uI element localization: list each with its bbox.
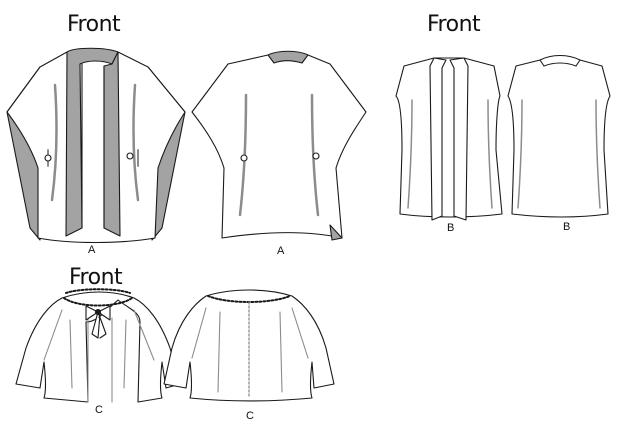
body-shell — [15, 291, 181, 403]
fold-line — [310, 93, 320, 217]
back-collar — [267, 50, 309, 64]
body-shell — [395, 57, 503, 218]
button-icon — [240, 154, 248, 162]
collar-left — [429, 57, 447, 221]
garment-a-front — [6, 47, 186, 244]
view-label-a-front: A — [88, 244, 96, 256]
back-collar — [539, 54, 581, 67]
fold-line — [407, 99, 413, 209]
heading-front-c: Front — [69, 265, 123, 290]
garment-b-front — [395, 57, 503, 221]
gathered-neckline — [65, 288, 131, 294]
lining-hem — [329, 224, 343, 241]
body-shell — [191, 54, 367, 239]
gather-line — [43, 309, 155, 389]
gathered-neckline — [63, 297, 133, 307]
heading-front-b: Front — [427, 12, 481, 37]
collar-right — [449, 57, 469, 221]
fold-line — [517, 99, 523, 209]
view-label-c-front: C — [95, 404, 103, 416]
heading-front-a: Front — [67, 12, 121, 37]
fold-line — [50, 83, 58, 202]
view-label-b-front: B — [447, 222, 455, 234]
garment-c-back — [163, 289, 335, 402]
button-icon — [126, 152, 134, 160]
front-edge — [87, 317, 113, 403]
garment-a-back — [191, 50, 367, 241]
bow-knot — [94, 308, 102, 316]
view-label-c-back: C — [246, 410, 254, 422]
view-label-a-back: A — [277, 245, 285, 257]
button-icon — [44, 154, 52, 162]
collar-right — [103, 51, 121, 237]
body-shell — [507, 59, 611, 218]
fold-line — [595, 99, 601, 209]
fold-line — [132, 83, 140, 202]
gather-line — [191, 307, 309, 393]
bow-icon — [85, 305, 111, 339]
view-label-b-back: B — [563, 221, 571, 233]
front-edge — [81, 63, 105, 229]
garment-b-back — [507, 54, 611, 218]
button-icon — [312, 152, 320, 160]
fold-line — [487, 99, 493, 209]
garment-c-front — [15, 288, 181, 403]
